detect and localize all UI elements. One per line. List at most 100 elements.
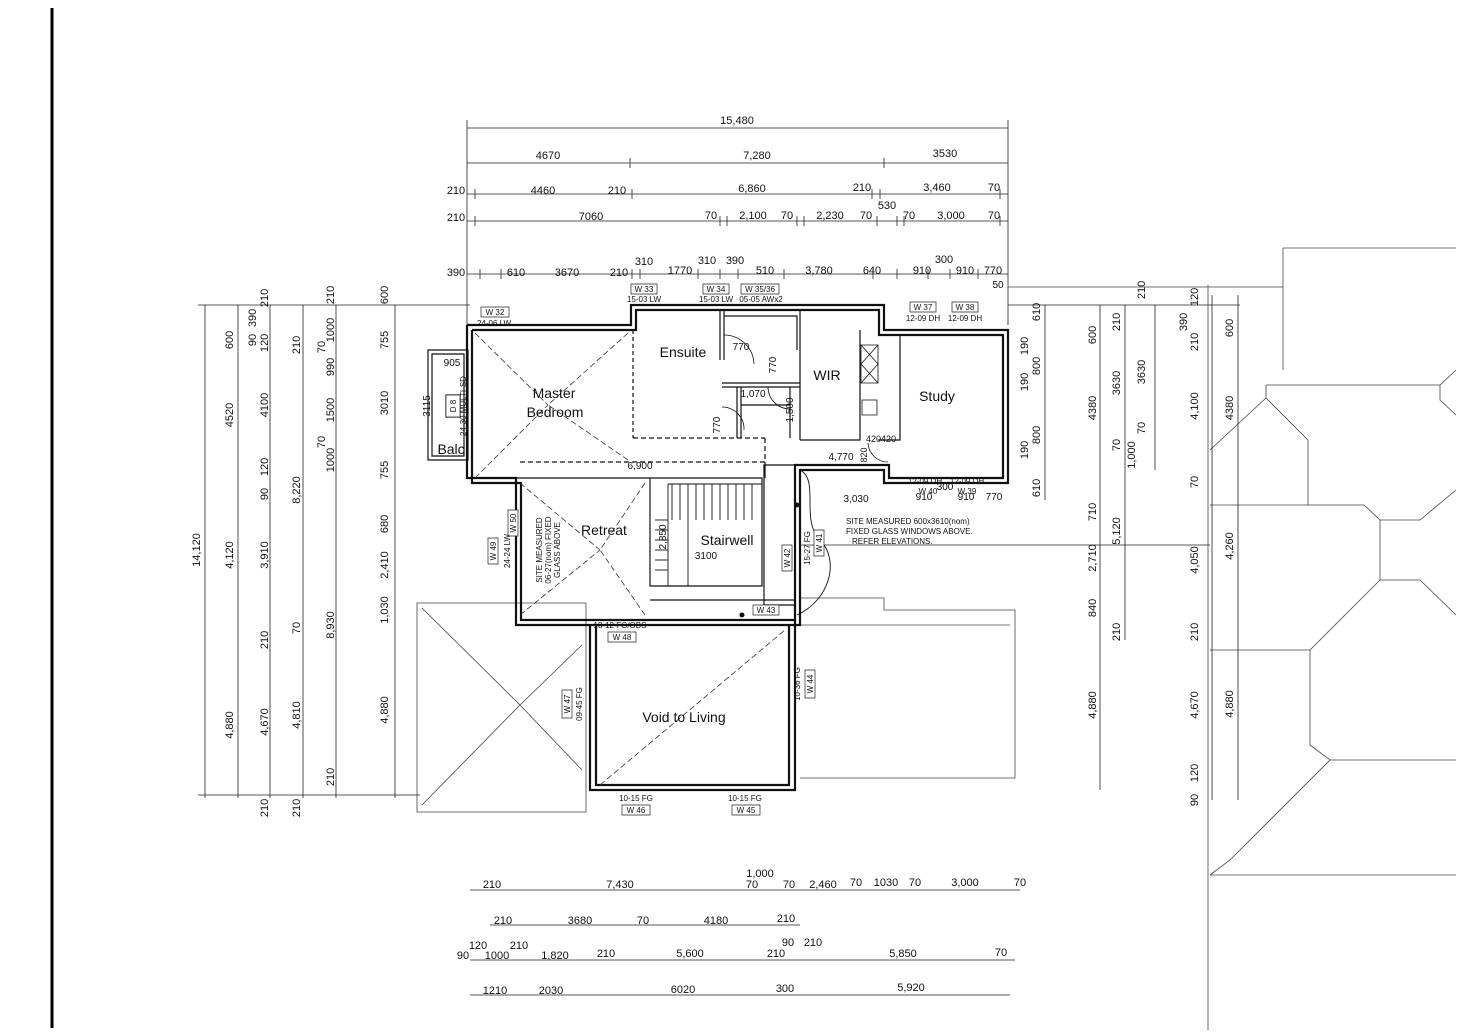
dim-label: 210: [447, 212, 465, 224]
window-label: W 42: [783, 548, 792, 567]
dim-label: 905: [444, 358, 461, 369]
dim-label: 4380: [1087, 396, 1099, 420]
window-spec: 10-15 FG: [619, 794, 653, 803]
dim-label: 4520: [224, 403, 236, 427]
window-label: W 40: [919, 487, 938, 496]
dim-label: 5,920: [897, 982, 925, 994]
dim-label: 4380: [1224, 396, 1236, 420]
dim-label: 90: [782, 937, 794, 949]
dim-label: 1000: [325, 318, 337, 342]
dim-label: 70: [746, 879, 758, 891]
dim-label: 1,000: [1126, 441, 1138, 469]
dim-label: 770: [984, 265, 1002, 277]
marker-dot: [739, 612, 745, 618]
dim-label: 300: [937, 482, 954, 493]
dim-label: 210: [325, 768, 337, 786]
dim-label: 4,670: [259, 708, 271, 736]
note-text: REFER ELEVATIONS.: [852, 537, 933, 546]
stair-treads: [655, 484, 762, 586]
bottom-dimension-labels: 210 7,430 1,000 70 70 2,460 70 1030 70 3…: [457, 868, 1026, 997]
dim-label: 3010: [379, 391, 391, 415]
dim-label: 4,100: [1189, 392, 1201, 420]
dim-label: 4,050: [1189, 546, 1201, 574]
dim-label: 4,670: [1189, 691, 1201, 719]
dim-label: 3,780: [805, 265, 833, 277]
dim-label: 210: [291, 799, 303, 817]
dim-label: 1000: [485, 950, 509, 962]
dim-label: 300: [935, 254, 953, 266]
window-label: W 41: [815, 533, 824, 552]
window-spec: 05-05 AWx2: [739, 295, 783, 304]
dim-label: 70: [850, 877, 862, 889]
dim-label: 70: [291, 622, 303, 634]
dim-label: 310: [698, 255, 716, 267]
dim-label: 1,030: [379, 596, 391, 624]
dim-label: 4180: [704, 915, 728, 927]
dim-label: 610: [507, 267, 525, 279]
window-spec: 24-06 LW: [477, 319, 512, 328]
note-text: GLASS ABOVE: [553, 522, 562, 578]
dim-label: 3680: [568, 915, 592, 927]
dim-label: 770: [768, 356, 779, 373]
dim-label: 640: [863, 265, 881, 277]
note-text: FIXED GLASS WINDOWS ABOVE.: [846, 527, 973, 536]
dim-label: 910: [916, 492, 933, 503]
dim-label: 70: [909, 877, 921, 889]
dim-label: 70: [988, 210, 1000, 222]
window-label: W 35/36: [745, 285, 775, 294]
dim-label: 190: [1019, 373, 1031, 391]
dim-label: 4,770: [828, 452, 853, 463]
dim-label: 120: [1189, 288, 1201, 306]
dim-label: 6,860: [738, 183, 766, 195]
room-label-balcony: Balc.: [437, 441, 468, 457]
dim-label: 70: [637, 915, 649, 927]
dim-label: 3,000: [951, 877, 979, 889]
dim-label: 510: [756, 265, 774, 277]
door-spec: 24-30 MULTI-SD: [459, 376, 468, 436]
dim-label: 2,230: [816, 210, 844, 222]
dim-label: 600: [1087, 326, 1099, 344]
dim-label: 7,280: [743, 150, 771, 162]
room-label-retreat: Retreat: [581, 522, 627, 538]
window-label: W 43: [757, 606, 776, 615]
dim-label: 680: [379, 515, 391, 533]
dim-label: 70: [316, 436, 328, 448]
window-label: W 32: [486, 308, 505, 317]
dim-label: 3100: [695, 551, 718, 562]
top-dimension-labels: 15,480 4670 7,280 3530 210 4460 210 6,86…: [447, 115, 1002, 279]
window-label: W 33: [635, 285, 654, 294]
dim-label: 5,600: [676, 948, 704, 960]
dim-label: 1030: [874, 877, 898, 889]
window-spec: 09-45 FG: [575, 687, 584, 721]
dim-label: 210: [1111, 623, 1123, 641]
interior-walls: [516, 310, 900, 605]
dim-label: 70: [316, 341, 328, 353]
dim-label: 210: [777, 913, 795, 925]
left-dimensions: [198, 305, 470, 798]
room-label-wir: WIR: [813, 367, 840, 383]
dim-label: 770: [712, 416, 723, 433]
dim-label: 5,850: [889, 948, 917, 960]
marker-dot: [794, 502, 800, 508]
dim-label: 610: [1031, 479, 1043, 497]
window-spec: 24-24 LW: [503, 534, 512, 569]
dim-label: 800: [1031, 426, 1043, 444]
window-spec: 18-12 FG/OBS: [594, 621, 647, 630]
note-text: SITE MEASURED 600x3610(nom): [846, 517, 970, 526]
dim-label: 210: [510, 940, 528, 952]
dim-label: 1,820: [541, 950, 569, 962]
dim-label: 990: [325, 358, 337, 376]
dim-label: 3,000: [937, 210, 965, 222]
dim-label: 1,000: [746, 868, 774, 880]
dim-label: 70: [781, 210, 793, 222]
dim-label: 3,030: [843, 494, 868, 505]
left-dimension-labels: 14,120 600 4520 4,120 4,880 90 390 120 9…: [191, 286, 391, 817]
dim-label: 210: [483, 879, 501, 891]
dim-label: 300: [776, 983, 794, 995]
window-label: W 49: [489, 541, 498, 560]
dim-label: 70: [988, 182, 1000, 194]
room-label-stairwell: Stairwell: [701, 532, 754, 548]
dim-label: 390: [726, 255, 744, 267]
dim-label: 8,930: [325, 611, 337, 639]
